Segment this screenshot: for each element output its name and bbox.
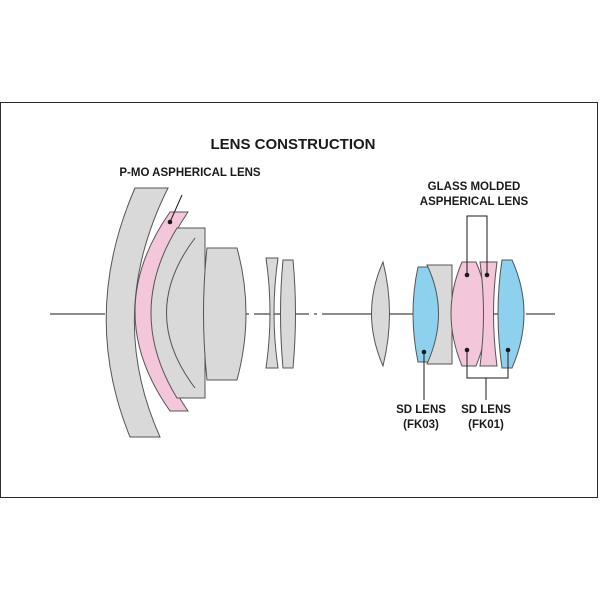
label-sd-fk01-line2: (FK01) (468, 419, 504, 431)
label-sd-fk03-line2: (FK03) (403, 419, 439, 431)
leader-glass-molded-dot-a (464, 272, 470, 278)
concave-meniscus-inner-curve (166, 237, 196, 389)
leader-pmo-dot (167, 219, 173, 225)
leader-sd-fk01-dot-b (505, 347, 511, 353)
leader-glass-molded (466, 215, 488, 275)
rear-negative-lens (426, 264, 453, 365)
thin-lens-b (280, 259, 296, 369)
convex-lens (203, 247, 247, 381)
label-sd-fk03-line1: SD LENS (396, 404, 446, 416)
leader-glass-molded-dot-b (484, 272, 490, 278)
label-pmo-aspherical: P-MO ASPHERICAL LENS (119, 167, 261, 179)
leader-sd-fk03-dot (421, 349, 427, 355)
rear-biconvex-lens (371, 260, 390, 368)
diagram-title: LENS CONSTRUCTION (211, 136, 376, 153)
leader-pmo (169, 194, 183, 223)
thin-lens-a (265, 257, 279, 369)
front-meniscus-lens (105, 187, 169, 438)
glass-molded-aspherical-lens-b (479, 261, 498, 367)
label-glass-molded-line2: ASPHERICAL LENS (420, 196, 529, 208)
leader-sd-fk01 (466, 350, 509, 379)
label-glass-molded-line1: GLASS MOLDED (428, 181, 521, 193)
leader-sd-fk01-dot-a (464, 347, 470, 353)
sd-lens-fk01 (497, 259, 525, 369)
label-sd-fk01-line1: SD LENS (461, 404, 511, 416)
concave-meniscus-lens (150, 227, 206, 399)
